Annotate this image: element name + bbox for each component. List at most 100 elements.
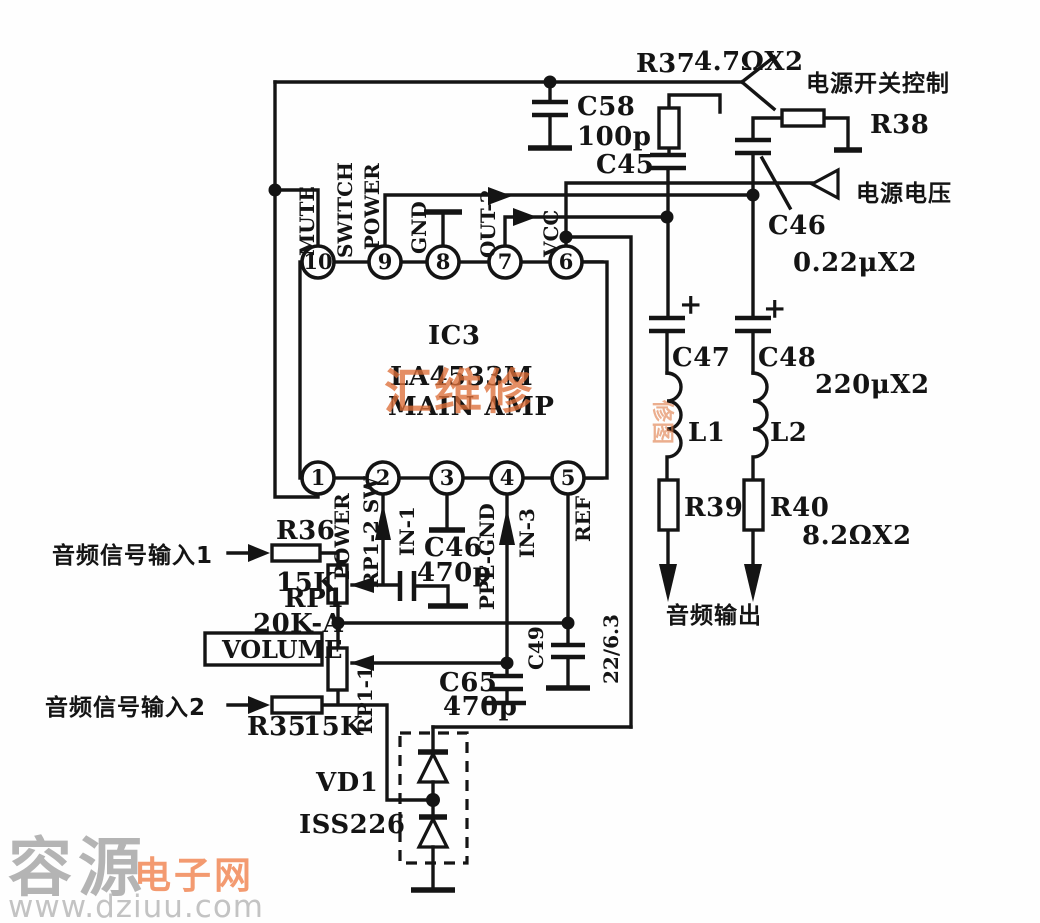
diode-vd1 (398, 731, 469, 865)
pin-number-6: 6 (559, 249, 574, 274)
side-watermark: 修图 (649, 399, 675, 444)
pin4-up-arrow (499, 508, 515, 545)
audio-input1-label: 音频信号输入1 (52, 542, 213, 569)
c46-main-value: 0.22μX2 (793, 248, 917, 278)
pin2-up-arrow (375, 503, 391, 540)
r36-ref: R36 (276, 516, 335, 546)
volume-tag: VOLUME (203, 631, 342, 667)
capacitors (532, 99, 771, 660)
pin-number-4: 4 (500, 465, 515, 490)
c48-ref: C48 (758, 343, 816, 373)
pin9-label-power: POWER (360, 163, 384, 250)
resistor-r39-body (657, 478, 680, 532)
inductor-l1-coil (665, 371, 683, 482)
input2-arrow (248, 696, 270, 714)
c47-ref: C47 (672, 343, 730, 373)
c46-input-ref: C46 (424, 533, 482, 563)
r36-value: 15K (276, 568, 337, 598)
ic3-body (298, 260, 609, 480)
audio-out-arrow-1 (659, 564, 677, 602)
r37-ref: R37 (636, 49, 695, 79)
watermark-brand-suffix: 电子网 (134, 854, 254, 897)
pin10-label-switch: SWITCH (333, 162, 357, 258)
pin-number-2: 2 (376, 465, 391, 490)
pin1-label-power: POWER (330, 493, 354, 580)
l1-ref: L1 (688, 418, 725, 448)
diode-lower-icon (416, 815, 450, 849)
pin-number-5: 5 (561, 465, 576, 490)
pin-number-3: 3 (440, 465, 455, 490)
capacitor-c45 (650, 152, 686, 171)
wires (226, 54, 862, 893)
c65-value: 470p (443, 692, 517, 722)
potentiometer-rp1-upper-body (326, 563, 349, 605)
potentiometer-rp1-lower-body (326, 646, 349, 692)
r39-ref: R39 (684, 493, 743, 523)
r40-ref: R40 (770, 493, 829, 523)
power-line-arrow (488, 187, 512, 205)
pin6-label-vcc: VCC (539, 210, 563, 258)
resistor-r36-body (270, 543, 322, 563)
ic3-block: 10 9 8 7 6 1 2 3 4 5 IC3 LA4533M MAIN AM… (298, 244, 609, 496)
diode-upper-icon (416, 750, 450, 784)
rp1-lower-section-label: RP1-1 (353, 666, 377, 734)
ic3-subtitle: MAIN AMP (388, 392, 554, 422)
vd1-ref: VD1 (315, 768, 378, 798)
pin-number-9: 9 (378, 249, 393, 274)
inductor-l2-coil (751, 371, 769, 482)
capacitor-c58 (532, 99, 568, 118)
volume-tag-box (203, 631, 324, 667)
power-switch-control-label: 电源开关控制 (806, 70, 950, 97)
c47-polarity-plus: + (679, 288, 702, 321)
pin10-label-mute: MUTE (295, 186, 319, 256)
c49-ref-label: C49 (524, 626, 548, 670)
resistor-r38-body (780, 108, 826, 128)
pin-number-1: 1 (311, 465, 326, 490)
pin5-label-ref: REF (571, 496, 595, 542)
component-labels: R37 4.7ΩX2 C58 100p C45 R38 C46 0.22μX2 … (247, 47, 930, 840)
pin-number-8: 8 (436, 249, 451, 274)
junction-dots (268, 75, 760, 807)
r35-ref: R35 (247, 712, 306, 742)
r37-value: 4.7ΩX2 (694, 47, 804, 77)
c48-value: 220μX2 (815, 370, 930, 400)
center-watermark: 汇维修 (384, 364, 534, 420)
pin-number-10: 10 (303, 249, 332, 274)
power-voltage-label: 电源电压 (856, 181, 952, 207)
vd1-part: ISS226 (299, 810, 405, 840)
wiper-lower-arrow (350, 655, 374, 671)
ic3-ref: IC3 (428, 321, 480, 351)
arrows (248, 187, 762, 714)
c65-ref: C65 (439, 668, 497, 698)
c49-value-label: 22/6.3 (599, 614, 623, 684)
pin2-label-in1: IN-1 (395, 506, 419, 556)
pin8-label-gnd: GND (407, 201, 431, 254)
ic3-pins: 10 9 8 7 6 1 2 3 4 5 (300, 244, 586, 496)
c58-value: 100p (577, 122, 651, 152)
watermarks: 汇维修 修图 容源 电子网 www.dziuu.com (8, 364, 675, 923)
capacitor-c48 (735, 315, 771, 334)
l2-ref: L2 (770, 418, 807, 448)
audio-out-arrow-2 (744, 564, 762, 602)
out2-arrow (513, 208, 537, 226)
pin-number-7: 7 (498, 249, 513, 274)
pin7-label-out2: OUT-2 (476, 189, 500, 258)
resistor-r40-body (742, 478, 765, 532)
r35-value: 15K (303, 712, 364, 742)
watermark-brand: 容源 (8, 832, 148, 906)
switch-contact-symbol (739, 54, 777, 112)
resistor-r37-body (657, 106, 681, 150)
volume-tag-label: VOLUME (221, 635, 342, 664)
c46-main-ref: C46 (768, 211, 826, 241)
capacitor-c47 (649, 315, 685, 334)
rp1-upper-section-label: RP1-2 SW (359, 476, 383, 588)
c45-ref: C45 (596, 150, 654, 180)
r40-value: 8.2ΩX2 (802, 521, 912, 551)
annotations: 电源开关控制 电源电压 音频输出 音频信号输入1 音频信号输入2 (45, 70, 952, 721)
resistors (270, 106, 826, 715)
c46-input-value: 470p (417, 558, 491, 588)
c58-ref: C58 (577, 92, 635, 122)
c48-polarity-plus: + (763, 292, 786, 325)
watermark-url: www.dziuu.com (8, 889, 264, 923)
